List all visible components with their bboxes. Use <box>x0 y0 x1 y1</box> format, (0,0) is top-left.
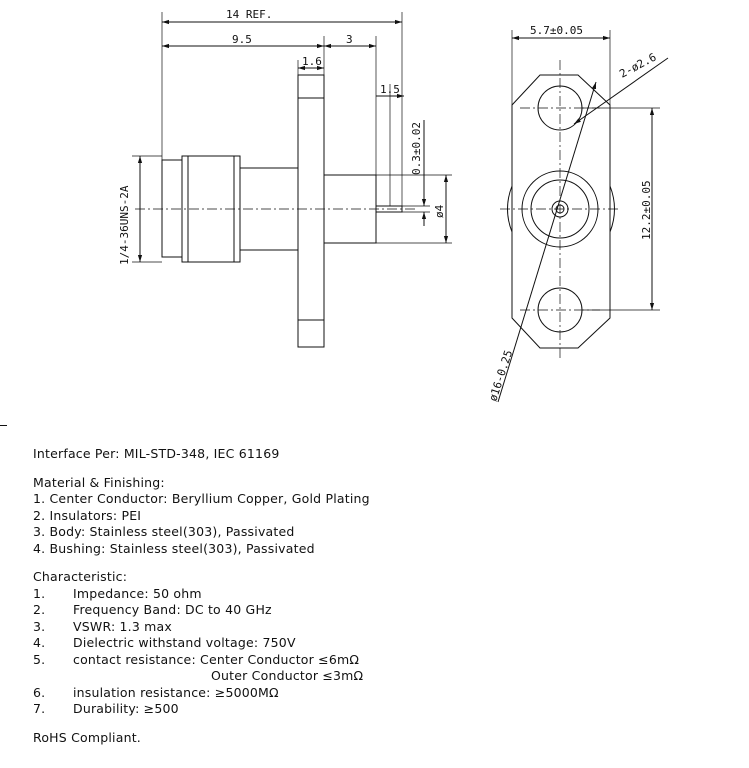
notes-block: Interface Per: MIL-STD-348, IEC 61169 Ma… <box>33 446 370 746</box>
dim-holes: 2-ø2.6 <box>617 51 658 81</box>
characteristic-item: 4.Dielectric withstand voltage: 750V <box>33 635 296 650</box>
characteristic-item: 6.insulation resistance: ≥5000MΩ <box>33 684 279 700</box>
characteristic-item: 2.Frequency Band: DC to 40 GHz <box>33 602 272 617</box>
technical-drawing: 14 REF. 9.5 3 1.6 1.5 0.3±0.02 ø4 1/4-36… <box>118 8 669 403</box>
material-item: 4. Bushing: Stainless steel(303), Passiv… <box>33 540 315 556</box>
margin-mark <box>0 425 7 426</box>
dim-14-ref: 14 REF. <box>226 8 272 21</box>
dim-3: 3 <box>346 33 353 46</box>
characteristic-item: 1.Impedance: 50 ohm <box>33 585 202 601</box>
characteristic-item: Outer Conductor ≤3mΩ <box>211 668 364 683</box>
material-item: 3. Body: Stainless steel(303), Passivate… <box>33 524 295 539</box>
characteristic-item: 5.contact resistance: Center Conductor ≤… <box>33 651 360 667</box>
side-view <box>132 12 452 348</box>
dim-9-5: 9.5 <box>232 33 252 46</box>
dim-1-6: 1.6 <box>302 55 322 68</box>
rohs-line: RoHS Compliant. <box>33 729 141 745</box>
front-view <box>497 30 669 403</box>
characteristic-item: 3.VSWR: 1.3 max <box>33 618 173 634</box>
interface-line: Interface Per: MIL-STD-348, IEC 61169 <box>33 446 280 461</box>
material-item: 1. Center Conductor: Beryllium Copper, G… <box>33 491 370 506</box>
dim-width: 5.7±0.05 <box>530 24 583 37</box>
material-title: Material & Finishing: <box>33 474 165 490</box>
dim-phi4: ø4 <box>433 204 446 218</box>
dim-1-5: 1.5 <box>380 83 400 96</box>
dim-thread: 1/4-36UNS-2A <box>118 185 131 265</box>
characteristic-item: 7.Durability: ≥500 <box>33 701 179 716</box>
dim-0-3: 0.3±0.02 <box>410 122 423 175</box>
material-item: 2. Insulators: PEI <box>33 507 142 523</box>
dim-spacing: 12.2±0.05 <box>640 180 653 240</box>
characteristic-title: Characteristic: <box>33 569 128 584</box>
dim-flange-dia: ø16-0.25 <box>486 349 515 403</box>
